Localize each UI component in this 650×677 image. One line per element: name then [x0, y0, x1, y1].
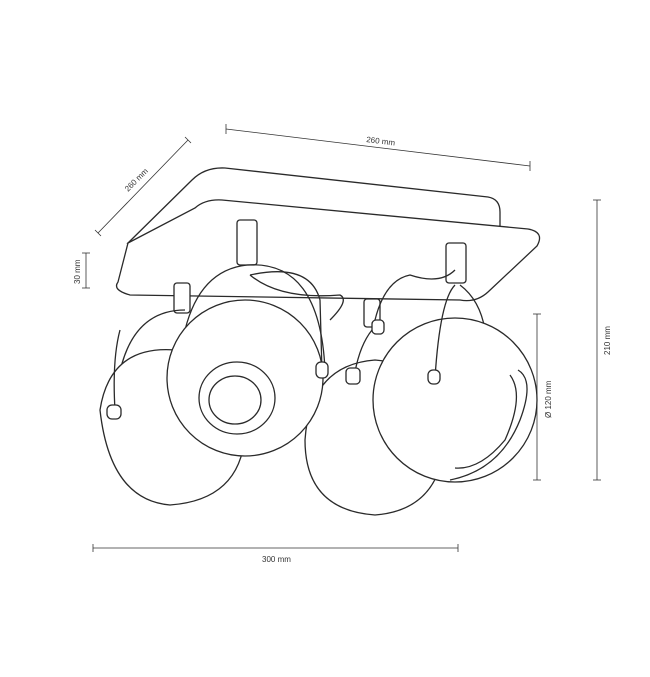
- dim-base-height: 30 mm: [73, 252, 90, 289]
- dim-label-total-height: 210 mm: [603, 326, 612, 355]
- ceiling-base-plate: [115, 167, 541, 302]
- dim-label-base-height: 30 mm: [73, 259, 82, 284]
- spotlight-front-right: [345, 269, 538, 483]
- dim-label-width-top: 260 mm: [366, 135, 396, 147]
- arm-end-left: [106, 329, 122, 420]
- dim-label-total-width: 300 mm: [262, 555, 291, 564]
- dim-total-width: 300 mm: [92, 544, 459, 564]
- spotlight-front-left: [166, 271, 329, 457]
- dim-label-depth: 260 mm: [123, 166, 150, 193]
- dim-label-shade-diameter: Ø 120 mm: [544, 380, 553, 418]
- dim-total-height: 210 mm: [593, 199, 612, 481]
- dim-width-top: 260 mm: [225, 124, 531, 171]
